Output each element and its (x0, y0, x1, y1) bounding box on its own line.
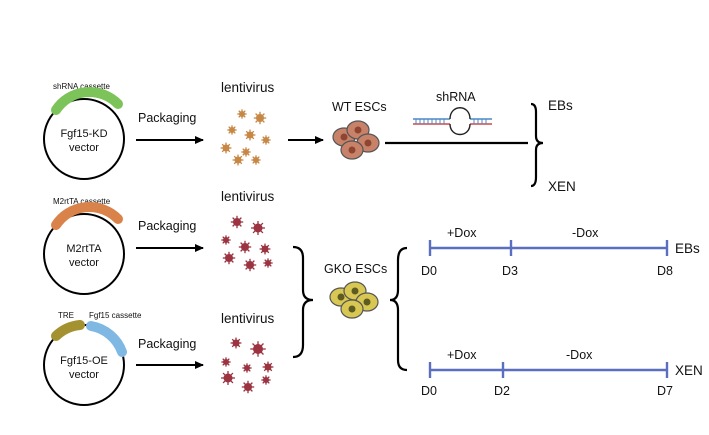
shrna-label: shRNA (436, 90, 476, 104)
timeline-ebs: +Dox -Dox D0 D3 D8 EBs (421, 226, 700, 278)
lentivirus-label-1: lentivirus (221, 80, 275, 95)
lentivirus-particle (221, 371, 235, 385)
ebs-day-start: D0 (421, 264, 437, 278)
oe-tre-cassette (51, 320, 85, 341)
ebs-dox-off: -Dox (572, 226, 599, 240)
lentivirus-label-3: lentivirus (221, 311, 275, 326)
m2-cassette-label: M2rtTA cassette (53, 197, 111, 206)
wt-escs-cells (332, 120, 380, 160)
xen-day-start: D0 (421, 384, 437, 398)
lentivirus-particle (237, 109, 247, 119)
lentivirus-particle (250, 341, 266, 357)
oe-tre-label: TRE (58, 311, 74, 320)
gko-split-bracket (389, 246, 408, 372)
merge-bracket (292, 245, 314, 359)
xen-day-mid: D2 (494, 384, 510, 398)
lentivirus-particle (222, 251, 236, 265)
m2-plasmid-circle (43, 213, 125, 295)
lentivirus-particle (227, 125, 237, 135)
oe-vector-label: vector (69, 369, 99, 381)
timeline-xen: +Dox -Dox D0 D2 D7 XEN (421, 348, 703, 398)
wt-escs-label: WT ESCs (332, 100, 387, 114)
lentivirus-particle (241, 380, 255, 394)
lentivirus-particle (251, 155, 261, 165)
lentivirus-particle (241, 147, 251, 157)
xen-dox-on: +Dox (447, 348, 477, 362)
packaging-label-1: Packaging (138, 111, 196, 125)
kd-vector-name: Fgf15-KD (60, 128, 107, 140)
lentivirus-particle (263, 258, 273, 268)
oe-cassette-label: Fgf15 cassette (89, 311, 142, 320)
gko-escs-cells (329, 281, 379, 319)
lentivirus-cluster-m2rtta (221, 215, 273, 272)
ebs-dox-on: +Dox (447, 226, 477, 240)
lentivirus-particle (261, 135, 271, 145)
lentivirus-label-2: lentivirus (221, 189, 275, 204)
ebs-day-end: D8 (657, 264, 673, 278)
oe-fgf15-cassette (86, 321, 127, 357)
lentivirus-particle (232, 154, 244, 166)
gko-escs-label: GKO ESCs (324, 262, 387, 276)
ebs-outcome: EBs (675, 241, 700, 256)
lentivirus-particle (230, 215, 244, 229)
lentivirus-cluster-kd (220, 109, 271, 166)
kd-plasmid-circle (43, 98, 125, 180)
lentivirus-cluster-oe (221, 337, 274, 394)
lentivirus-particle (259, 243, 271, 255)
lentivirus-particle (251, 221, 265, 235)
xen-dox-off: -Dox (566, 348, 593, 362)
packaging-label-3: Packaging (138, 337, 196, 351)
wt-bracket (530, 102, 544, 188)
vector-oe: TRE Fgf15 cassette Fgf15-OE vector (43, 311, 142, 406)
lentivirus-particle (242, 363, 252, 373)
vector-m2rtta: M2rtTA cassette M2rtTA vector (43, 197, 125, 295)
lentivirus-particle (261, 375, 271, 385)
m2-vector-name: M2rtTA (66, 243, 102, 255)
oe-vector-name: Fgf15-OE (60, 355, 108, 367)
m2-cassette (51, 202, 123, 230)
lentivirus-particle (221, 235, 231, 245)
xen-outcome: XEN (675, 363, 703, 378)
vector-kd: shRNA cassette Fgf15-KD vector (43, 82, 125, 180)
shrna-hairpin (413, 107, 492, 136)
lentivirus-particle (262, 361, 274, 373)
lentivirus-particle (243, 258, 257, 272)
lentivirus-particle (230, 337, 242, 349)
kd-vector-label: vector (69, 142, 99, 154)
m2-vector-label: vector (69, 257, 99, 269)
lentivirus-particle (238, 240, 252, 254)
packaging-label-2: Packaging (138, 219, 196, 233)
ebs-day-mid: D3 (502, 264, 518, 278)
kd-cassette-label: shRNA cassette (53, 82, 110, 91)
lentivirus-particle (220, 142, 232, 154)
lentivirus-particle (244, 129, 256, 141)
kd-shrna-cassette (51, 87, 123, 115)
lentivirus-particle (253, 111, 267, 125)
xen-day-end: D7 (657, 384, 673, 398)
wt-ebs-label: EBs (548, 98, 573, 113)
lentivirus-particle (221, 357, 231, 367)
wt-xen-label: XEN (548, 179, 576, 194)
